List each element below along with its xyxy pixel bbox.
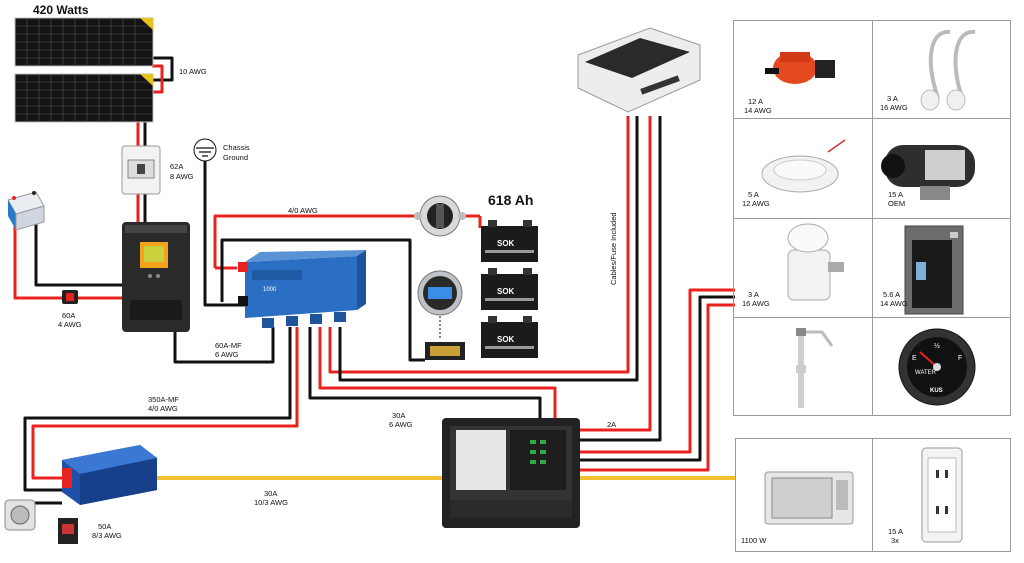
pump-amps: 12 A: [748, 97, 764, 106]
ground-label-2: Ground: [223, 153, 249, 162]
gauge-half-label: ½: [934, 342, 940, 350]
inline-fuse-icon: [62, 290, 78, 304]
fridge-gauge: 14 AWG: [880, 299, 908, 308]
toilet-gauge: 16 AWG: [742, 299, 770, 308]
heater-gauge: OEM: [888, 199, 906, 208]
breaker-amps-label: 62A: [170, 162, 184, 171]
inverter-fuse-label: 350A-MF: [148, 395, 179, 404]
puck-light-icon: [761, 139, 846, 193]
ac-link-amps: 30A: [264, 489, 278, 498]
outlet-count: 3x: [891, 536, 899, 545]
main-cable-label: 4/0 AWG: [288, 206, 318, 215]
shore-breaker-icon: [58, 518, 78, 544]
outlet-amps: 15 A: [888, 527, 904, 536]
mppt-controller-icon: [122, 222, 190, 332]
lights-amps: 3 A: [887, 94, 898, 103]
ground-icon: [193, 138, 217, 162]
battery-monitor-icon: [417, 270, 463, 316]
panel-link-gauge: 6 AWG: [389, 420, 413, 429]
tank-sensor-icon: [796, 328, 834, 408]
inverter-icon: [62, 445, 157, 505]
victron-model-label: 1000: [263, 287, 277, 293]
puck-amps: 5 A: [748, 190, 759, 199]
ground-label-1: Chassis: [223, 143, 250, 152]
water-gauge-icon: [898, 328, 976, 406]
solar-panel-icon: [14, 17, 154, 123]
reading-lights-icon: [920, 29, 976, 111]
fan-fuse-label: 2A: [607, 420, 617, 429]
lights-gauge: 16 AWG: [880, 103, 908, 112]
starter-fuse-amps: 60A: [62, 311, 76, 320]
fridge-icon: [904, 225, 964, 315]
gauge-brand-label: KUS: [930, 388, 943, 394]
microwave-icon: [764, 471, 854, 525]
toilet-amps: 3 A: [748, 290, 759, 299]
ac-link-gauge: 10/3 AWG: [254, 498, 288, 507]
dcdc-gauge-label: 6 AWG: [215, 350, 239, 359]
divider: [872, 438, 873, 552]
battery-brand-3: SOK: [497, 335, 515, 344]
solar-breaker-icon: [121, 145, 161, 195]
shunt-icon: [425, 342, 465, 360]
divider: [872, 20, 873, 416]
solar-array-wire-label: 10 AWG: [179, 67, 207, 76]
battery-switch-icon: [414, 195, 466, 237]
dcdc-fuse-label: 60A-MF: [215, 341, 242, 350]
inverter-gauge-label: 4/0 AWG: [148, 404, 178, 413]
ac-loads-grid: [735, 438, 1011, 552]
starter-battery-icon: [7, 191, 45, 231]
sok-battery-bank-icon: [481, 220, 538, 358]
shore-inlet-icon: [4, 499, 36, 531]
battery-capacity: 618 Ah: [488, 192, 534, 208]
diesel-heater-icon: [881, 145, 975, 200]
fan-wire-note: Cables/Fuse Included: [609, 212, 618, 285]
gauge-f-label: F: [958, 355, 962, 362]
fridge-amps: 5.6 A: [883, 290, 901, 299]
power-panel-icon: [442, 418, 580, 528]
breaker-gauge-label: 8 AWG: [170, 172, 194, 181]
microwave-watts: 1100 W: [741, 536, 767, 545]
battery-brand-1: SOK: [497, 239, 515, 248]
water-pump-icon: [765, 52, 835, 84]
solar-wattage: 420 Watts: [33, 3, 89, 17]
puck-gauge: 12 AWG: [742, 199, 770, 208]
shore-amps: 50A: [98, 522, 112, 531]
roof-fan-icon: [577, 27, 701, 113]
battery-brand-2: SOK: [497, 287, 515, 296]
gauge-e-label: E: [912, 355, 917, 362]
victron-unit-icon: [238, 250, 366, 328]
gauge-word-label: WATER: [915, 370, 937, 376]
starter-fuse-gauge: 4 AWG: [58, 320, 82, 329]
composting-toilet-icon: [787, 223, 844, 301]
pump-gauge: 14 AWG: [744, 106, 772, 115]
panel-link-amps: 30A: [392, 411, 406, 420]
shore-gauge: 8/3 AWG: [92, 531, 122, 540]
outlet-icon: [921, 447, 963, 543]
heater-amps: 15 A: [888, 190, 904, 199]
